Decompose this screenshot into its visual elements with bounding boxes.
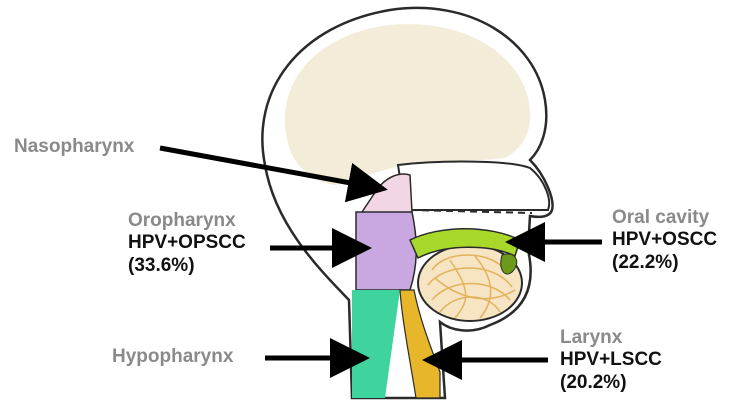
larynx-name: Larynx [560,327,662,349]
oropharynx-percentage: (33.6%) [128,255,246,277]
larynx-label-group: Larynx HPV+LSCC (20.2%) [560,327,662,394]
oropharynx-name: Oropharynx [128,210,246,232]
oral-cavity-percentage: (22.2%) [612,252,717,274]
larynx-percentage: (20.2%) [560,372,662,394]
oral-cavity-name: Oral cavity [612,207,717,229]
nasal-cavity [398,162,549,210]
larynx-type: HPV+LSCC [560,349,662,371]
oral-cavity-type: HPV+OSCC [612,229,717,251]
oral-cavity-label-group: Oral cavity HPV+OSCC (22.2%) [612,207,717,274]
oropharynx-label-group: Oropharynx HPV+OPSCC (33.6%) [128,210,246,277]
oropharynx-type: HPV+OPSCC [128,232,246,254]
hypopharynx-label: Hypopharynx [112,346,233,368]
oropharynx-region [356,212,416,290]
nasopharynx-label: Nasopharynx [14,136,134,158]
